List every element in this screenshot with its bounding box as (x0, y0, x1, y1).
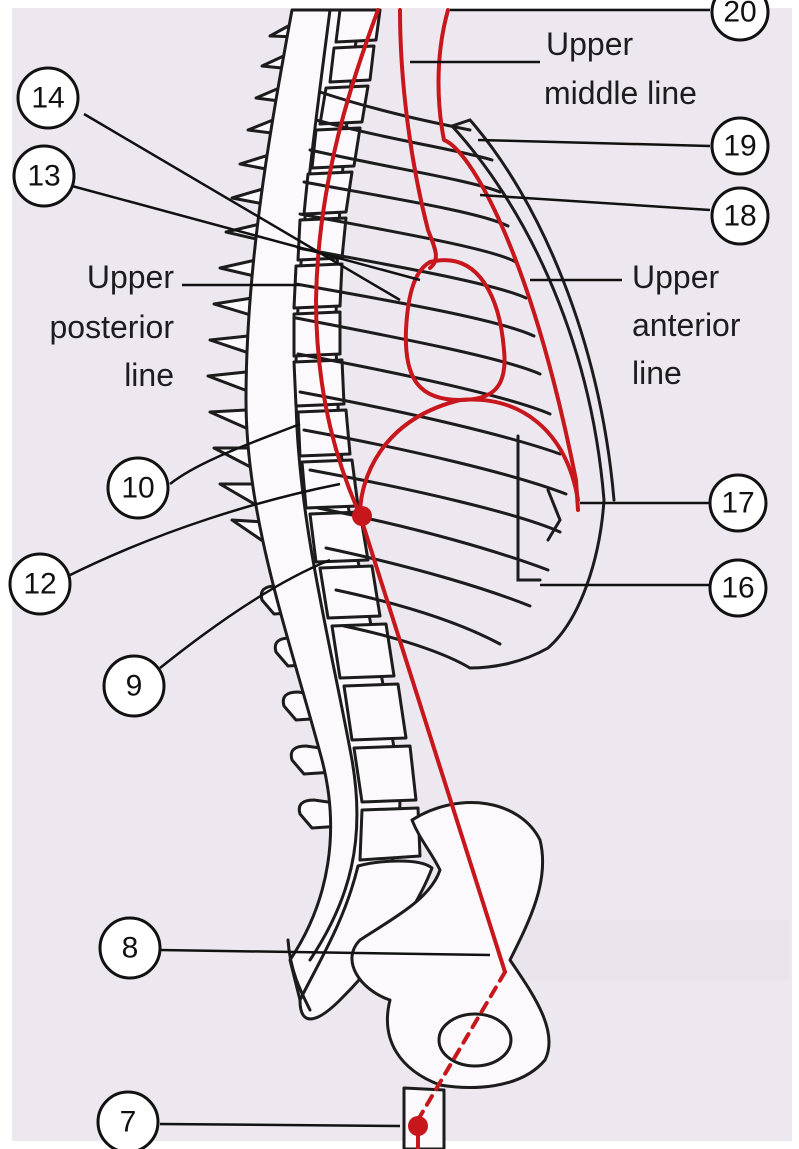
marker-7: 7 (98, 1092, 158, 1149)
marker-20: 20 (712, 0, 768, 40)
marker-9-text: 9 (126, 670, 143, 703)
upper-middle-line-word2: middle line (544, 75, 697, 111)
marker-14-text: 14 (31, 82, 64, 115)
marker-17-text: 17 (721, 487, 754, 520)
marker-7-text: 7 (120, 1106, 137, 1139)
upper-posterior-line-word1: Upper (87, 259, 175, 295)
marker-8: 8 (100, 918, 160, 978)
marker-13-text: 13 (27, 160, 60, 193)
marker-18-text: 18 (723, 200, 756, 233)
marker-16: 16 (710, 560, 766, 616)
marker-20-text: 20 (723, 0, 756, 29)
marker-16-text: 16 (721, 572, 754, 605)
upper-posterior-line-word2: posterior (50, 309, 175, 345)
marker-19-text: 19 (723, 130, 756, 163)
marker-13: 13 (14, 146, 74, 206)
marker-9: 9 (104, 656, 164, 716)
upper-middle-line-word1: Upper (546, 26, 634, 62)
upper-anterior-line-word2: anterior (632, 307, 741, 343)
upper-anterior-line-word1: Upper (632, 259, 720, 295)
marker-10: 10 (108, 458, 168, 518)
marker-12: 12 (10, 554, 70, 614)
marker-19: 19 (712, 118, 768, 174)
marker-18: 18 (712, 188, 768, 244)
red-dot-upper (352, 506, 372, 526)
upper-anterior-line-word3: line (632, 355, 682, 391)
marker-17: 17 (710, 475, 766, 531)
upper-posterior-line-word3: line (124, 357, 174, 393)
marker-8-text: 8 (122, 932, 139, 965)
marker-14: 14 (18, 68, 78, 128)
marker-12-text: 12 (23, 568, 56, 601)
marker-10-text: 10 (121, 472, 154, 505)
